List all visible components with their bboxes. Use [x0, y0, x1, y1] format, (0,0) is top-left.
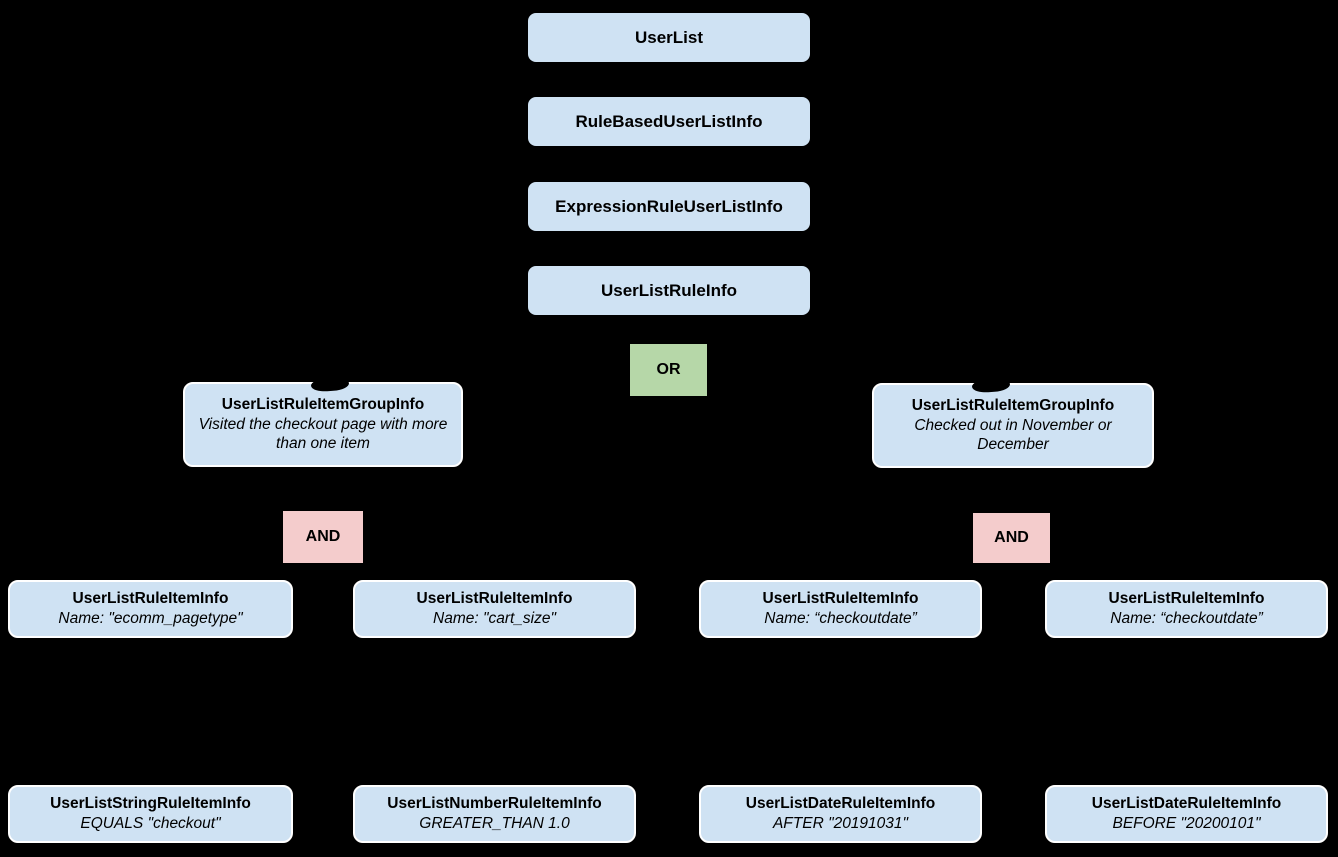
group-node-right: UserListRuleItemGroupInfo Checked out in… [872, 377, 1154, 468]
node-title: UserList [634, 27, 704, 47]
node-title: UserListDateRuleItemInfo [745, 794, 936, 812]
operator-label: AND [994, 529, 1029, 546]
node-subtitle: GREATER_THAN 1.0 [419, 815, 570, 832]
operator-label: AND [305, 528, 341, 545]
connector-arrow-icon [310, 376, 350, 393]
node-subtitle: EQUALS "checkout" [80, 815, 221, 832]
node-subtitle: Visited the checkout page with more than… [198, 415, 448, 453]
group-node-left: UserListRuleItemGroupInfo Visited the ch… [183, 376, 463, 467]
leaf-node-number: UserListNumberRuleItemInfo GREATER_THAN … [353, 785, 636, 843]
node-title: ExpressionRuleUserListInfo [555, 196, 783, 216]
node-title: UserListRuleItemInfo [1108, 589, 1265, 607]
node-title: UserListNumberRuleItemInfo [387, 794, 602, 812]
leaf-node-date-before: UserListDateRuleItemInfo BEFORE "2020010… [1045, 785, 1328, 843]
node-title: UserListRuleItemGroupInfo [221, 395, 425, 413]
node-title: UserListRuleInfo [600, 280, 738, 300]
node-title: RuleBasedUserListInfo [575, 111, 763, 131]
leaf-node-string: UserListStringRuleItemInfo EQUALS "check… [8, 785, 293, 843]
node-subtitle: AFTER "20191031" [772, 815, 909, 832]
node-title: UserListRuleItemInfo [762, 589, 919, 607]
node-title: UserListRuleItemGroupInfo [911, 396, 1115, 414]
node-title: UserListDateRuleItemInfo [1091, 794, 1282, 812]
leaf-node-date-after: UserListDateRuleItemInfo AFTER "20191031… [699, 785, 982, 843]
rule-item-node-4: UserListRuleItemInfo Name: “checkoutdate… [1045, 580, 1328, 638]
node-userlist: UserList [528, 13, 810, 62]
or-operator: OR [630, 344, 707, 396]
node-subtitle: Name: “checkoutdate” [1110, 610, 1263, 627]
node-rulebaseduserlistinfo: RuleBasedUserListInfo [528, 97, 810, 146]
and-operator-right: AND [973, 513, 1050, 563]
node-title: UserListStringRuleItemInfo [50, 794, 251, 812]
node-expressionruleuserlistinfo: ExpressionRuleUserListInfo [528, 182, 810, 231]
node-title: UserListRuleItemInfo [416, 589, 573, 607]
node-subtitle: Name: "cart_size" [433, 610, 556, 627]
rule-item-node-1: UserListRuleItemInfo Name: "ecomm_pagety… [8, 580, 293, 638]
node-title: UserListRuleItemInfo [72, 589, 229, 607]
node-subtitle: BEFORE "20200101" [1112, 815, 1261, 832]
and-operator-left: AND [283, 511, 363, 563]
connector-arrow-icon [971, 377, 1011, 394]
node-subtitle: Checked out in November or December [914, 416, 1112, 454]
rule-item-node-3: UserListRuleItemInfo Name: “checkoutdate… [699, 580, 982, 638]
rule-item-node-2: UserListRuleItemInfo Name: "cart_size" [353, 580, 636, 638]
node-userlistruleinfo: UserListRuleInfo [528, 266, 810, 315]
node-subtitle: Name: "ecomm_pagetype" [58, 610, 243, 627]
operator-label: OR [656, 361, 681, 378]
node-subtitle: Name: “checkoutdate” [764, 610, 917, 627]
